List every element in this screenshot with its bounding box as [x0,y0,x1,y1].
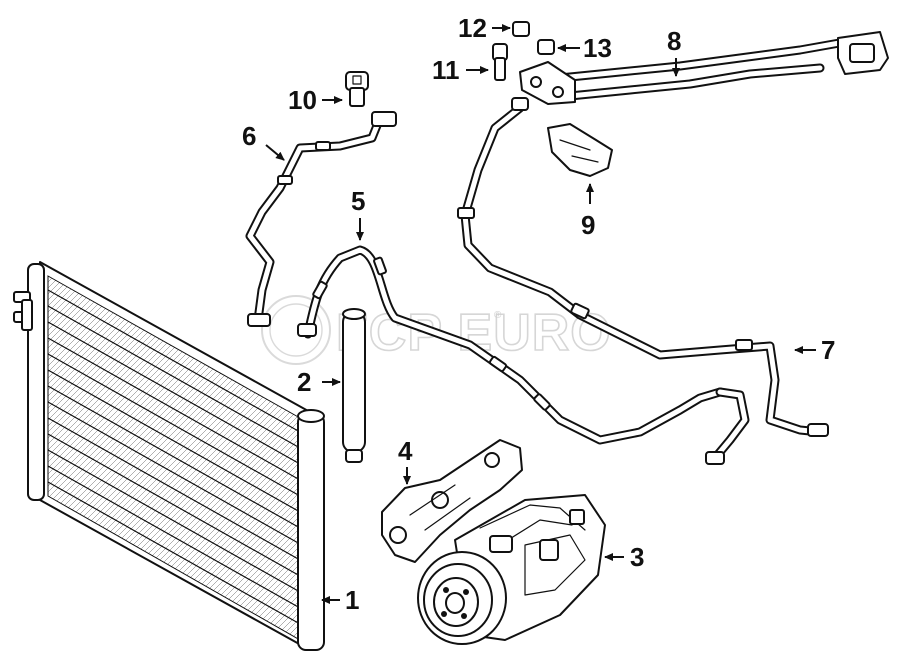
callout-10: 10 [288,85,343,115]
callout-label: 11 [432,55,460,85]
evaporator-line [519,31,889,105]
liquid-line [297,245,725,445]
watermark-text: FCP EURO [336,304,612,362]
callout-label: 4 [398,436,413,466]
callout-12: 12 [458,13,511,43]
callout-label: 7 [821,335,835,365]
suction-hose [457,97,829,465]
callout-label: 12 [458,13,487,43]
callout-label: 13 [583,33,612,63]
callout-label: 3 [630,542,644,572]
callout-13: 13 [557,33,612,63]
callout-label: 8 [667,26,681,56]
watermark: FCP EURO ® [261,295,612,365]
pressure-switch [345,71,369,107]
callout-label: 9 [581,210,595,240]
callout-6: 6 [242,121,285,161]
callout-label: 6 [242,121,256,151]
service-cap-12 [512,21,530,37]
callout-label: 5 [351,186,365,216]
callout-label: 1 [345,585,359,615]
pressure-sensor [492,43,508,81]
callout-2: 2 [297,367,341,397]
callout-label: 2 [297,367,311,397]
receiver-drier [342,308,366,463]
callout-3: 3 [604,542,644,572]
watermark-registered-mark: ® [494,310,502,321]
callout-9: 9 [581,183,595,240]
callout-7: 7 [794,335,835,365]
callout-8: 8 [667,26,681,77]
compressor-bracket [381,439,523,563]
ac-compressor [417,494,606,645]
service-cap-13 [537,39,555,55]
discharge-hose [245,111,397,327]
callout-5: 5 [351,186,365,241]
condenser [13,261,325,651]
callout-label: 10 [288,85,317,115]
callout-1: 1 [321,585,359,615]
line-bracket [547,123,613,177]
callout-4: 4 [398,436,413,485]
callout-11: 11 [432,55,489,85]
